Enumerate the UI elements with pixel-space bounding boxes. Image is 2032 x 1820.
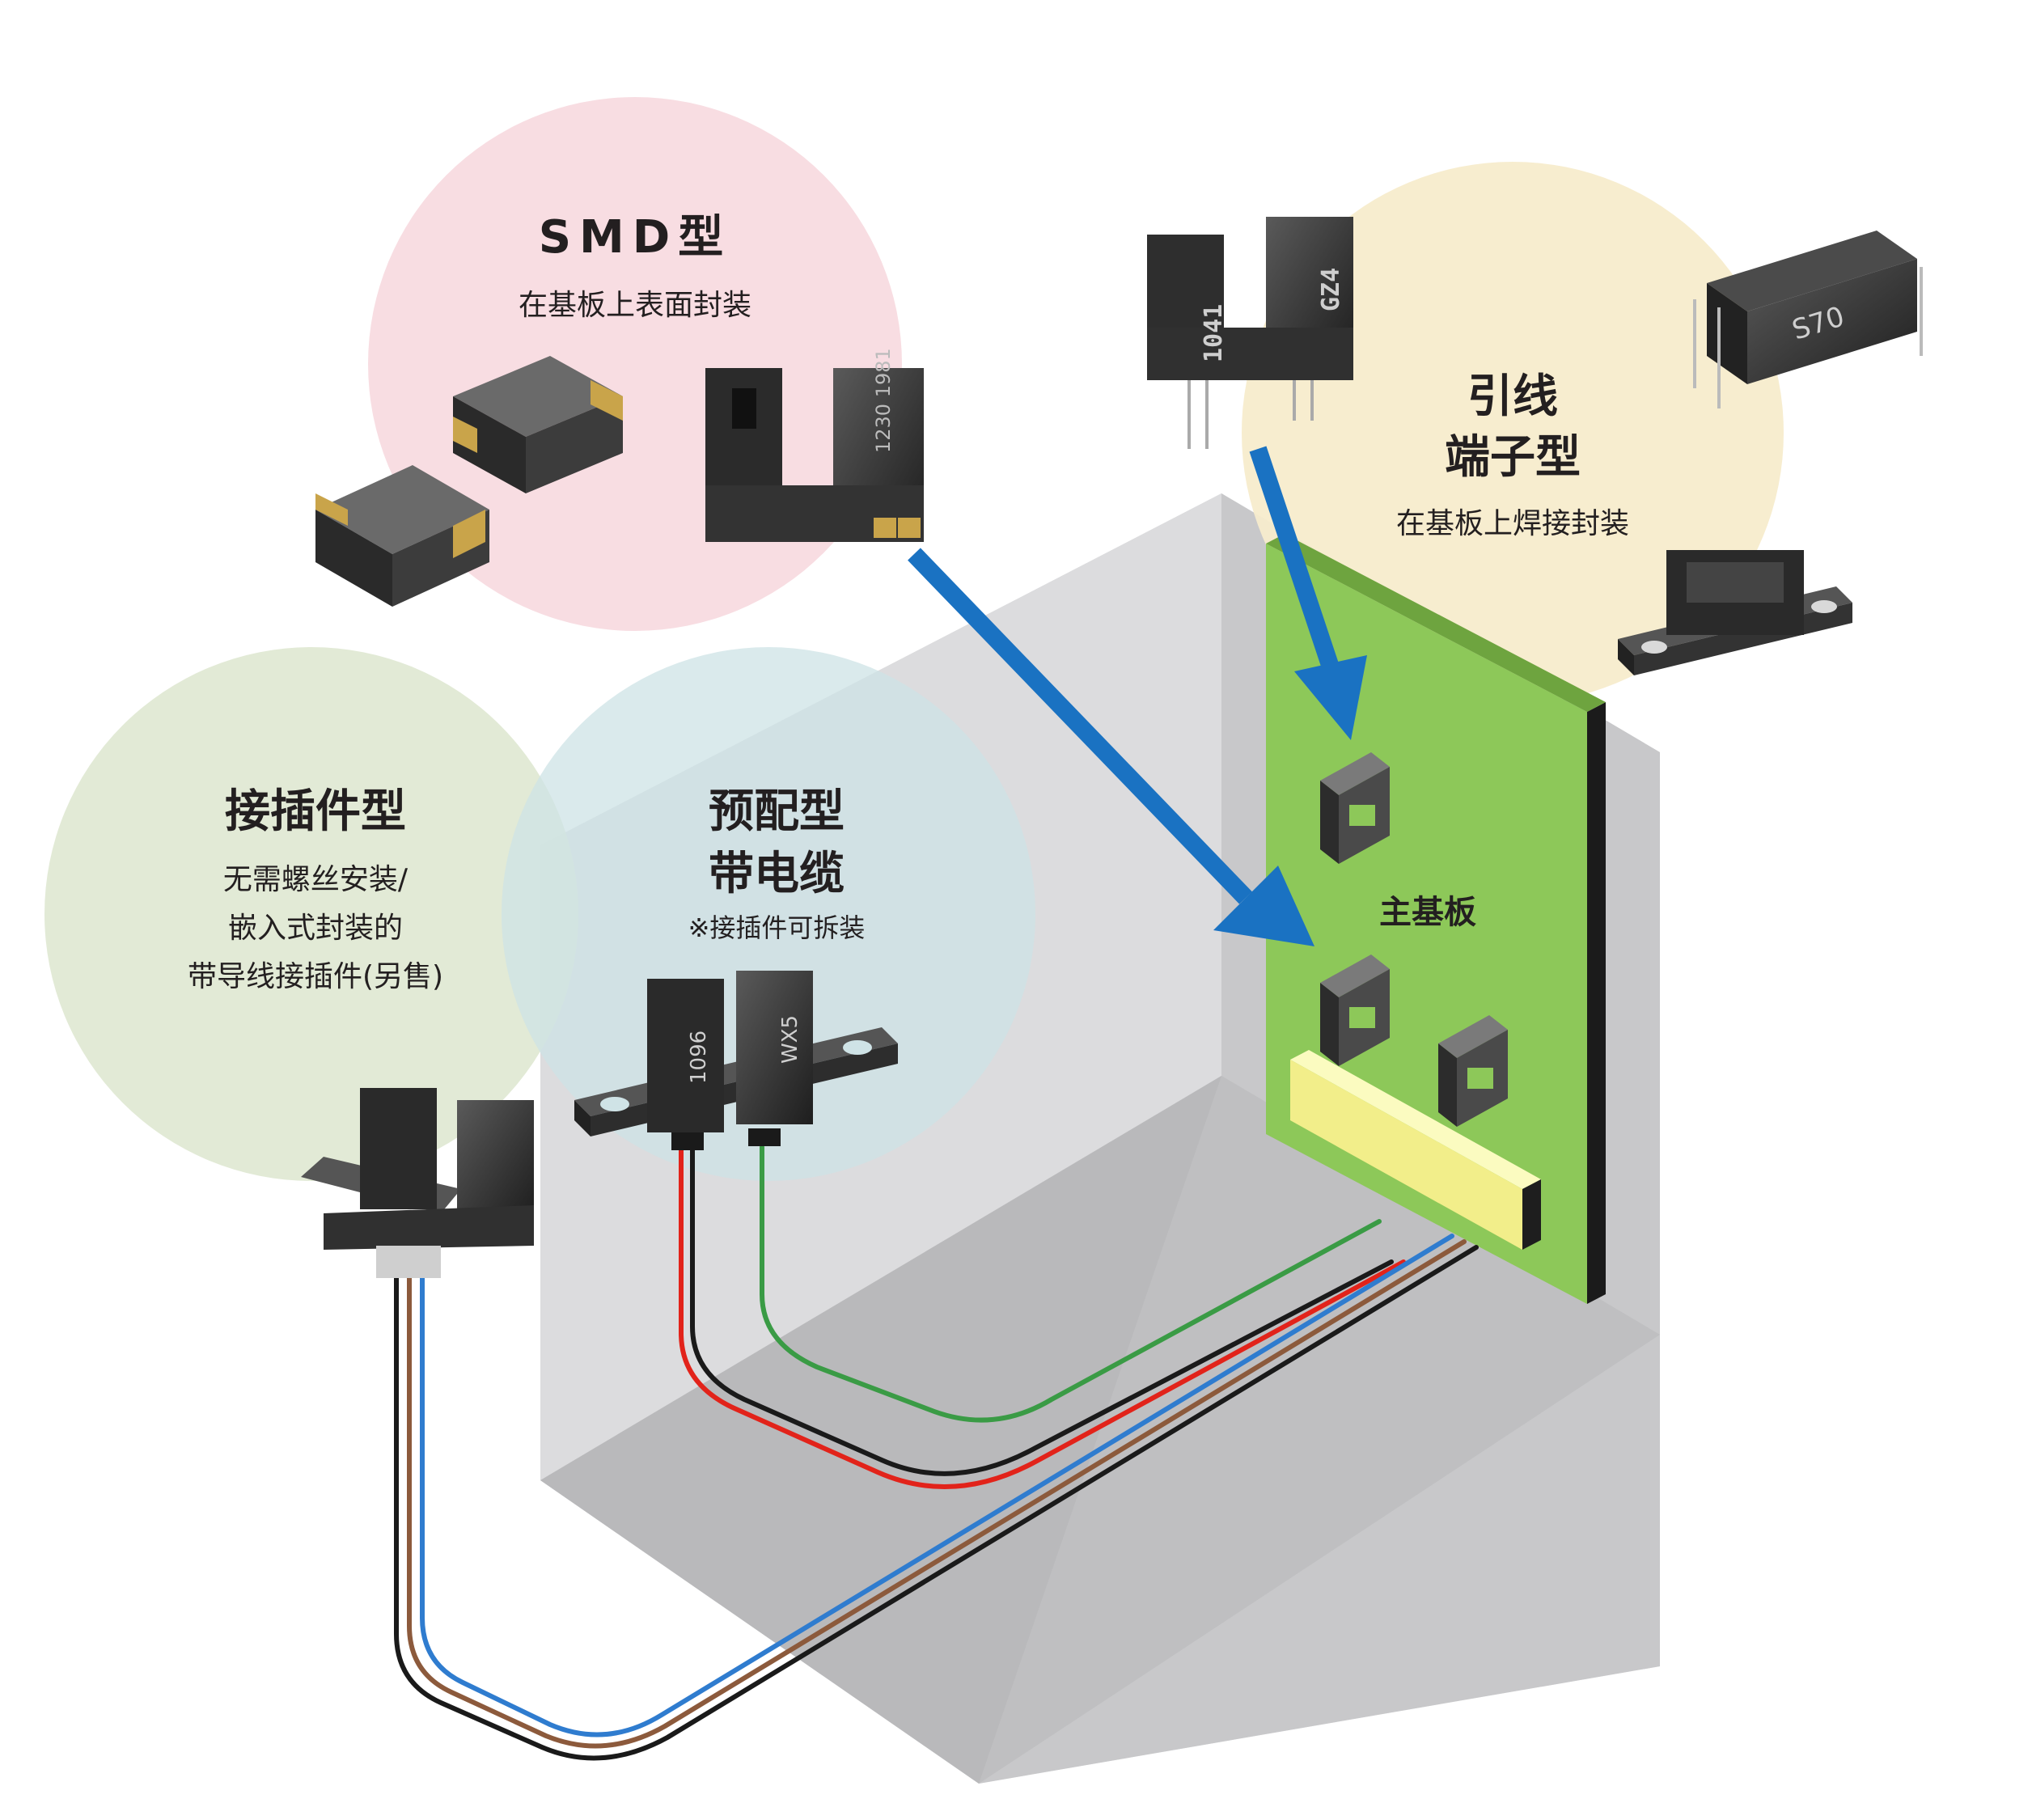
board-socket-1	[1320, 752, 1390, 864]
smd-sensor-mark: 1230 1981	[872, 348, 895, 453]
lead-sensor-mark-b: GZ4	[1317, 268, 1345, 311]
board-socket-2	[1320, 954, 1390, 1066]
precable-title: 预配型	[709, 785, 845, 838]
connector-desc-line3: 带导线接插件(另售)	[187, 960, 444, 993]
board-connector-strip	[1290, 1050, 1541, 1250]
precable-note: ※接插件可拆装	[688, 912, 866, 943]
smd-chip-a	[453, 356, 623, 493]
lead-slot-sensor	[1147, 217, 1353, 449]
lead-circle	[1242, 162, 1784, 704]
cable-wires	[394, 1145, 1479, 1761]
arrow-smd	[908, 548, 1314, 946]
lead-desc: 在基板上焊接封装	[1395, 507, 1629, 540]
connector-sensor	[301, 1088, 534, 1278]
connector-desc-line1: 无需螺丝安装/	[222, 863, 409, 896]
arrow-lead	[1249, 446, 1367, 740]
board-socket-3	[1438, 1015, 1508, 1127]
lead-sensor-mark: 1041	[1200, 304, 1228, 362]
smd-chip-b	[315, 465, 489, 607]
lead-flange-sensor	[1618, 550, 1852, 675]
precable-circle	[502, 647, 1035, 1181]
lead-box-sensor	[1693, 231, 1923, 408]
lead-title-line1: 引线	[1467, 370, 1558, 423]
lead-title-line2: 端子型	[1445, 431, 1581, 484]
smd-desc: 在基板上表面封装	[518, 289, 751, 322]
smd-title: SMD型	[538, 211, 732, 264]
connector-title: 接插件型	[225, 785, 406, 838]
connector-desc-line2: 嵌入式封装的	[227, 912, 403, 945]
precable-title2: 带电缆	[709, 848, 845, 900]
connector-circle	[44, 647, 578, 1181]
smd-slot-sensor	[705, 368, 924, 542]
cable-sensor-mark-b: WX5	[778, 1015, 802, 1064]
cable-sensor-mark: 1096	[687, 1031, 711, 1084]
main-board-label: 主基板	[1379, 894, 1476, 931]
precable-sensor	[574, 971, 898, 1150]
